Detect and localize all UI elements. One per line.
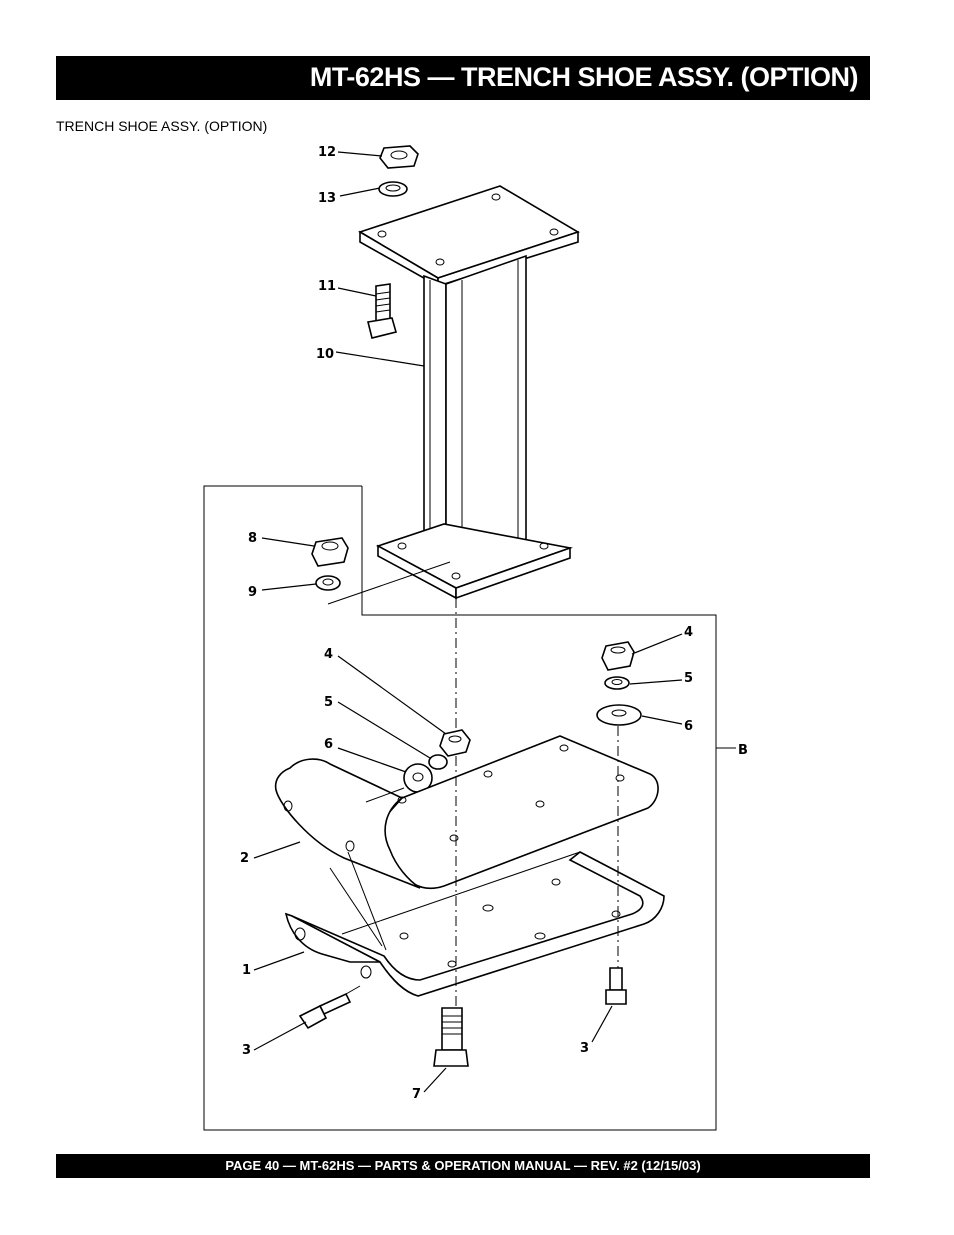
part-3-bolt-right [605, 967, 627, 1005]
part-1-lower-shoe [284, 851, 665, 997]
part-11-bolt [367, 283, 397, 339]
group-b-enclosure [203, 485, 736, 1131]
page-title: MT-62HS — TRENCH SHOE ASSY. (OPTION) [309, 62, 859, 92]
callout-2: 2 [240, 851, 249, 866]
callout-b: B [738, 743, 748, 758]
part-10-column [423, 254, 527, 570]
part-3-bolt-left [298, 985, 361, 1030]
part-10-top-plate [358, 185, 580, 288]
part-7-bolt [433, 1007, 469, 1067]
part-8-nut [311, 537, 349, 567]
callout-8: 8 [248, 531, 257, 546]
callout-11: 11 [318, 279, 336, 294]
callout-3-right: 3 [580, 1041, 589, 1056]
callout-4-left: 4 [324, 647, 333, 662]
part-9-washer [315, 575, 341, 591]
callout-labels: 12 13 11 10 8 9 4 5 6 4 5 6 B 2 1 3 3 7 [240, 145, 748, 1102]
part-10-bottom-plate [375, 523, 574, 600]
callout-6-right: 6 [684, 719, 693, 734]
leader-lines [253, 151, 683, 1093]
part-4-nut-left [439, 729, 471, 757]
callout-1: 1 [242, 963, 251, 978]
center-lines [329, 598, 619, 1008]
part-5-washer-left [428, 754, 448, 770]
part-12-nut [379, 145, 419, 169]
part-4-nut-right [601, 641, 635, 671]
callout-12: 12 [318, 145, 336, 160]
callout-4-right: 4 [684, 625, 693, 640]
callout-5-right: 5 [684, 671, 693, 686]
callout-5-left: 5 [324, 695, 333, 710]
part-13-washer [378, 181, 408, 197]
callout-7: 7 [412, 1087, 421, 1102]
part-5-washer-right [604, 676, 630, 690]
callout-13: 13 [318, 191, 336, 206]
callout-3-left: 3 [242, 1043, 251, 1058]
footer-text: PAGE 40 — MT-62HS — PARTS & OPERATION MA… [225, 1158, 701, 1173]
callout-6-left: 6 [324, 737, 333, 752]
part-6-flat-washer-right [596, 704, 642, 726]
header-bar: MT-62HS — TRENCH SHOE ASSY. (OPTION) [56, 56, 870, 100]
footer-bar: PAGE 40 — MT-62HS — PARTS & OPERATION MA… [56, 1154, 870, 1178]
part-2-upper-shoe [274, 735, 659, 890]
callout-9: 9 [248, 585, 257, 600]
leader-9-to-plate [327, 561, 451, 605]
callout-10: 10 [316, 347, 334, 362]
diagram-subtitle: TRENCH SHOE ASSY. (OPTION) [56, 118, 268, 134]
